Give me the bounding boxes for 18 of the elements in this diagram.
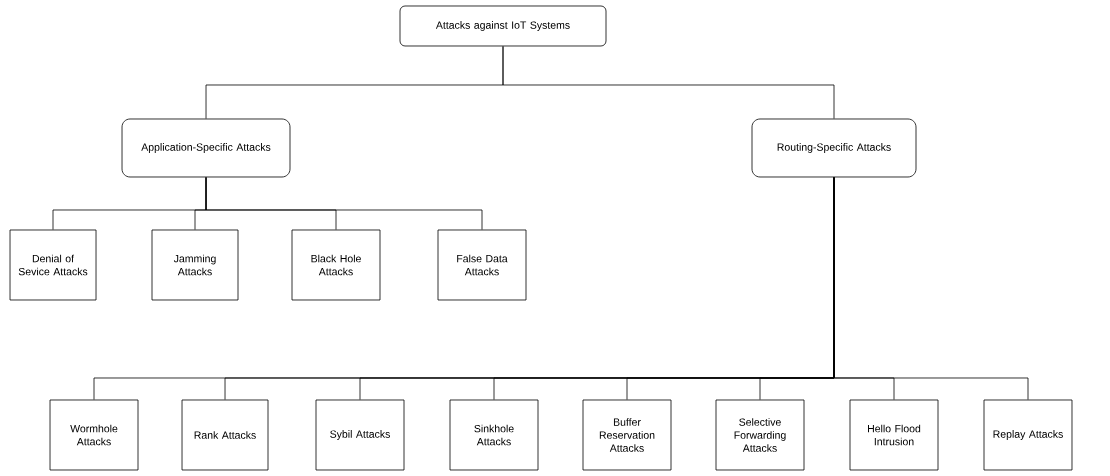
root-box: Attacks against IoT Systems	[399, 5, 607, 47]
attack-box: Selective Forwarding Attacks	[715, 399, 805, 471]
attack-box: Black Hole Attacks	[291, 229, 381, 301]
connector	[502, 46, 835, 119]
attack-box: Hello Flood Intrusion	[849, 399, 939, 471]
category-box: Routing-Specific Attacks	[751, 118, 917, 178]
attack-box: Denial of Sevice Attacks	[9, 229, 97, 301]
attack-box: Replay Attacks	[983, 399, 1073, 471]
attack-box: False Data Attacks	[437, 229, 527, 301]
attack-box: Jamming Attacks	[151, 229, 239, 301]
attack-box: Sinkhole Attacks	[449, 399, 539, 471]
attack-box: Rank Attacks	[181, 399, 269, 471]
attack-box: Buffer Reservation Attacks	[582, 399, 672, 471]
category-box: Application-Specific Attacks	[121, 118, 291, 178]
attack-box: Sybil Attacks	[315, 399, 405, 471]
attack-box: Wormhole Attacks	[49, 399, 139, 471]
connector	[833, 177, 1029, 400]
connector	[205, 177, 483, 230]
